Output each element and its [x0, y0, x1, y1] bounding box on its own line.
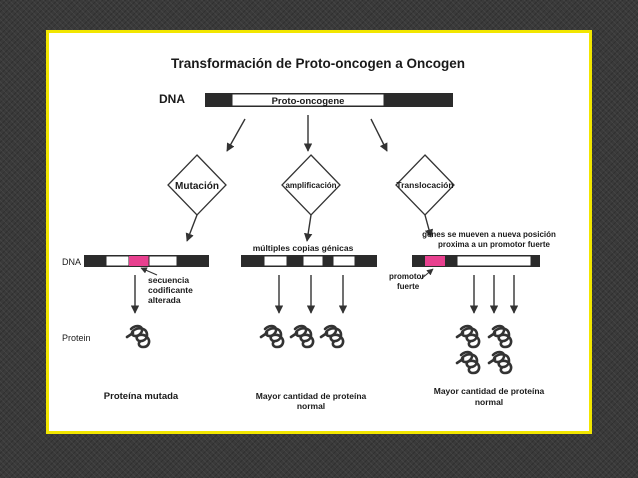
arrow-icon	[420, 268, 434, 280]
outcome-amplified-line1: Mayor cantidad de proteína	[256, 391, 367, 401]
oncogene-diagram: Transformación de Proto-oncogen a Oncoge…	[62, 56, 556, 411]
translocation-diamond: Translocación	[395, 154, 455, 216]
mutation-annotation-line2: codificante	[148, 285, 193, 295]
amplification-annotation: múltiples copias génicas	[253, 243, 354, 253]
mutation-highlight	[129, 256, 149, 266]
amplification-dna-bar	[241, 255, 377, 267]
protein-coil-icon	[289, 324, 315, 349]
amplification-diamond: amplificación	[281, 154, 341, 216]
mutation-annotation-line1: secuencia	[148, 275, 189, 285]
protein-coil-icon	[259, 324, 285, 349]
arrow-icon	[303, 214, 313, 242]
translocation-annotation-line1: genes se mueven a nueva posición	[422, 230, 556, 239]
mutation-dna-bar	[84, 255, 209, 267]
arrow-icon	[140, 267, 158, 276]
outcome-translocated-line2: normal	[475, 397, 503, 407]
left-dna-label: DNA	[62, 257, 81, 267]
promoter-annotation-line2: fuerte	[397, 282, 420, 291]
arrow-icon	[226, 118, 246, 152]
promoter-highlight	[425, 256, 445, 266]
mutation-annotation-line3: alterada	[148, 295, 181, 305]
top-dna-label: DNA	[159, 92, 185, 106]
proto-oncogene-label: Proto-oncogene	[272, 96, 345, 107]
protein-coil-icon	[487, 350, 513, 375]
promoter-annotation-line1: promotor	[389, 272, 425, 281]
outcome-amplified-line2: normal	[297, 401, 325, 411]
outcome-translocated-line1: Mayor cantidad de proteína	[434, 386, 545, 396]
slide-frame: Transformación de Proto-oncogen a Oncoge…	[46, 30, 592, 434]
protein-coil-icon	[455, 350, 481, 375]
arrow-icon	[185, 214, 198, 242]
protein-coil-icon	[319, 324, 345, 349]
protein-row-label: Protein	[62, 333, 91, 343]
amplification-label: amplificación	[285, 181, 336, 190]
arrow-icon	[370, 118, 388, 152]
arrow-icon	[424, 214, 434, 238]
mutation-label: Mutación	[175, 181, 219, 192]
translocation-dna-bar	[412, 255, 540, 267]
protein-coil-icon	[125, 324, 151, 349]
outcome-mutated: Proteína mutada	[104, 391, 179, 402]
mutation-diamond: Mutación	[167, 154, 227, 216]
top-dna-bar: Proto-oncogene	[205, 93, 453, 107]
protein-coil-icon	[455, 324, 481, 349]
diagram-title: Transformación de Proto-oncogen a Oncoge…	[171, 56, 465, 71]
translocation-label: Translocación	[396, 180, 453, 190]
translocation-annotation-line2: proxima a un promotor fuerte	[438, 240, 551, 249]
protein-coil-icon	[487, 324, 513, 349]
